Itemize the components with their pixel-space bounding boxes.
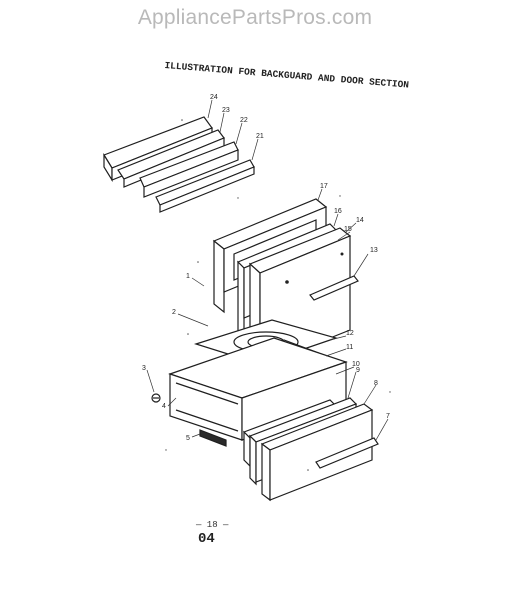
page-number: — 18 —: [196, 520, 229, 530]
callout-1: 1: [186, 273, 190, 280]
callout-17: 17: [320, 183, 328, 190]
callout-10: 10: [352, 361, 360, 368]
callout-5: 5: [186, 435, 190, 442]
backguard-part-21: [155, 159, 255, 213]
callout-22: 22: [240, 117, 248, 124]
callout-3: 3: [142, 365, 146, 372]
callout-16: 16: [334, 208, 342, 215]
callout-9: 9: [356, 367, 360, 374]
callout-12: 12: [346, 330, 354, 337]
leader-lines: [146, 99, 389, 441]
callout-14: 14: [356, 217, 364, 224]
callout-7: 7: [386, 413, 390, 420]
lower-door-part-8: [260, 403, 374, 502]
watermark: AppliancePartsPros.com: [137, 6, 373, 29]
callout-labels: 24 23 22 21 17 16 14 15 13 1 2 12 11 10 …: [142, 94, 390, 442]
callout-2: 2: [172, 309, 176, 316]
backguard-part-22: [139, 141, 239, 198]
callout-15: 15: [344, 226, 352, 233]
door-handle-13: [309, 253, 369, 301]
section-code: 04: [198, 531, 215, 547]
lower-door-handle-part-7: [315, 437, 379, 469]
callout-8: 8: [374, 380, 378, 387]
screw-part-3: [151, 393, 161, 403]
diagram-specks: [165, 119, 391, 471]
callout-4: 4: [162, 403, 166, 410]
callout-23: 23: [222, 107, 230, 114]
drawer-housing-part-4: [168, 337, 348, 441]
callout-24: 24: [210, 94, 218, 101]
callout-11: 11: [346, 344, 353, 351]
callout-21: 21: [256, 133, 264, 140]
callout-13: 13: [370, 247, 378, 254]
